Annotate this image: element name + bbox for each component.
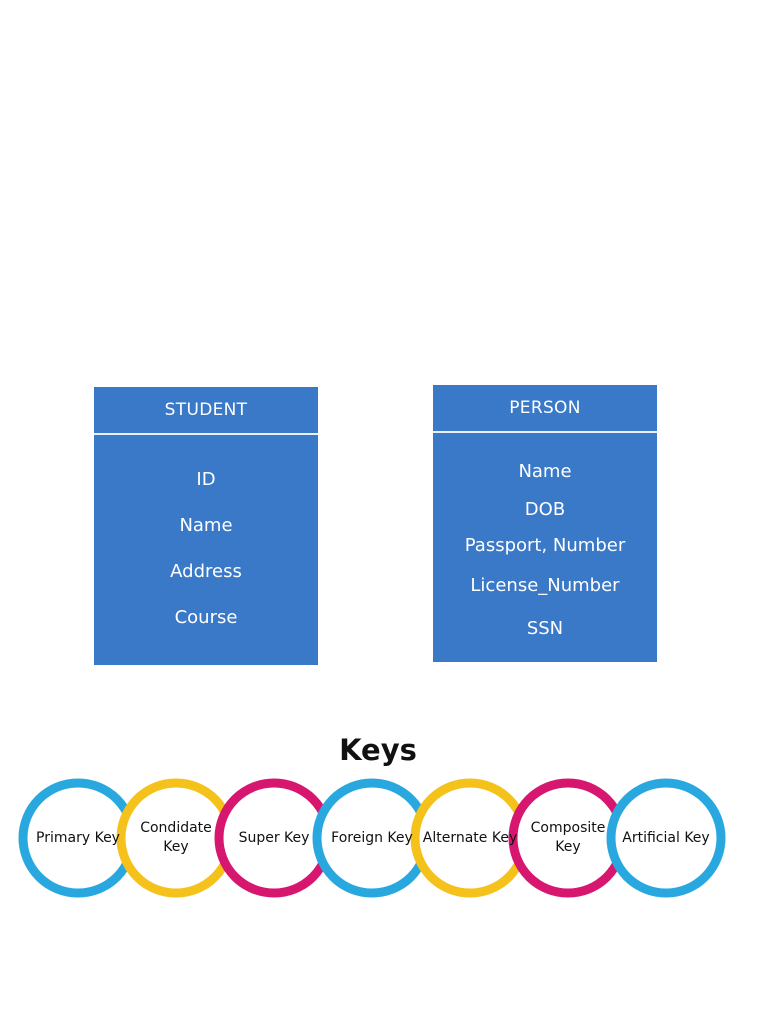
person-attribute-name: Name: [518, 461, 572, 482]
keys-chain: Primary Key Condidate Key Super Key Foreign…: [0, 770, 768, 910]
person-table-title: PERSON: [433, 385, 657, 433]
key-label-5: Alternate Key: [422, 829, 518, 846]
key-label-7: Artificial Key: [622, 829, 710, 846]
key-label-4: Foreign Key: [331, 829, 413, 846]
student-attribute-address: Address: [170, 561, 242, 582]
key-ring-7: [606, 778, 726, 898]
keys-rings: [18, 778, 726, 898]
student-table: STUDENT ID Name Address Course: [94, 387, 318, 665]
student-attribute-id: ID: [196, 469, 216, 490]
key-label-3: Super Key: [238, 829, 310, 846]
person-attribute-ssn: SSN: [526, 618, 564, 639]
student-attribute-name: Name: [179, 515, 233, 536]
key-label-6: Composite Key: [530, 820, 606, 855]
key-label-2: Condidate Key: [140, 820, 212, 855]
person-table: PERSON Name DOB Passport, Number License…: [433, 385, 657, 662]
person-attribute-dob: DOB: [524, 499, 566, 520]
person-attribute-license-number: License_Number: [470, 575, 620, 596]
student-attribute-course: Course: [174, 607, 238, 628]
key-label-1: Primary Key: [36, 829, 120, 846]
person-attribute-passport-number: Passport, Number: [464, 535, 626, 556]
keys-title: Keys: [339, 733, 417, 767]
student-table-title: STUDENT: [94, 387, 318, 435]
